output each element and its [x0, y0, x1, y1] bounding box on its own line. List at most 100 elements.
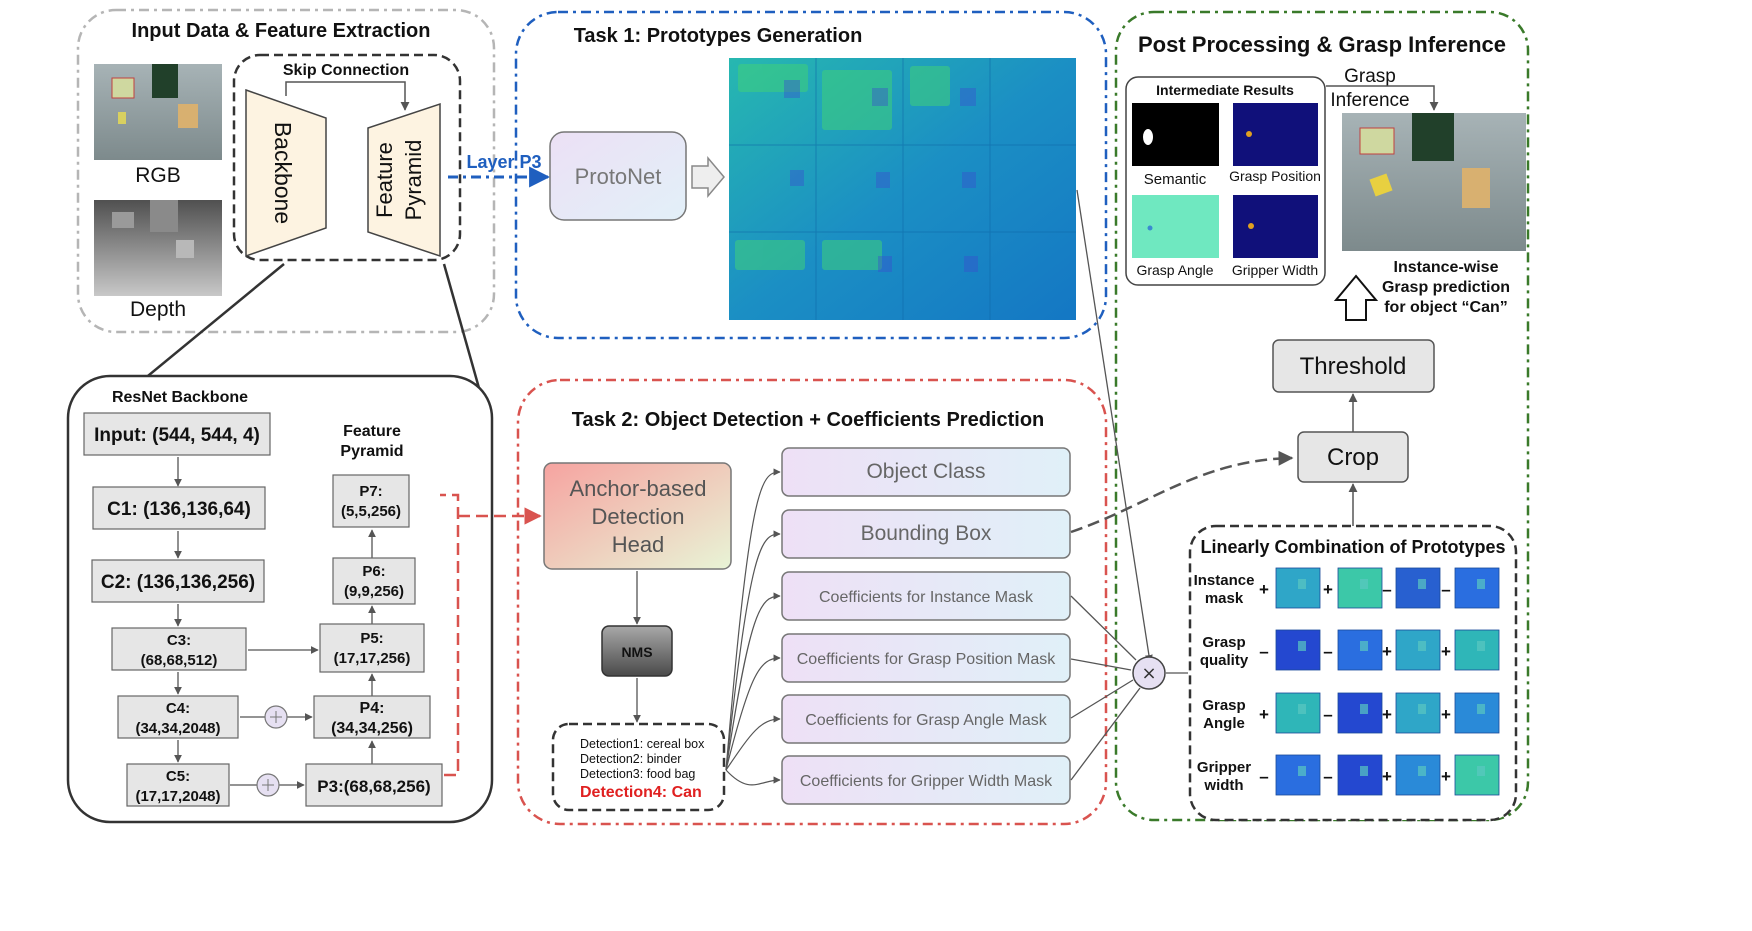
prototype-tile: [1275, 567, 1321, 609]
output-box: [781, 694, 1071, 744]
p6-box: [332, 557, 416, 605]
p6-label-1: P6:: [362, 563, 385, 580]
post-panel-border: [1114, 10, 1530, 822]
crop-box: [1297, 431, 1409, 483]
output-box: [781, 571, 1071, 621]
c2-box: [91, 559, 265, 603]
gripper-width-label: Gripper Width: [1232, 262, 1318, 278]
prototype-tile-spot: [1418, 766, 1426, 776]
c1-label: C1: (136,136,64): [107, 499, 251, 520]
task1-panel-border: [514, 10, 1108, 340]
result-caption-2: Grasp prediction: [1382, 279, 1510, 296]
row-label-2: Angle: [1203, 715, 1245, 732]
p6-label-2: (9,9,256): [344, 583, 404, 600]
p5-label-1: P5:: [360, 630, 383, 647]
fp-title-2: Pyramid: [340, 443, 403, 460]
grasp-angle-map: [1132, 195, 1219, 258]
depth-image: [94, 200, 222, 296]
sign: –: [1259, 767, 1268, 786]
feature-pyramid-label-2: Pyramid: [401, 140, 426, 221]
prototype-tile-spot: [1477, 641, 1485, 651]
output-connector: [725, 769, 781, 786]
task2-panel: Task 2: Object Detection + Coefficients …: [516, 378, 1108, 826]
sign: +: [1441, 767, 1451, 786]
prototype-tile-spot: [1360, 579, 1368, 589]
p5-box: [319, 623, 425, 673]
sign: +: [1323, 580, 1333, 599]
output-connector: [725, 468, 781, 771]
p3-box: [305, 763, 443, 807]
output-label: Coefficients for Grasp Angle Mask: [805, 712, 1048, 729]
p7-box: [332, 474, 410, 528]
task2-title: Task 2: Object Detection + Coefficients …: [572, 409, 1045, 431]
detection-head-label-3: Head: [612, 532, 665, 557]
multiply-connectors: [1070, 189, 1188, 781]
task2-panel-border: [516, 378, 1108, 826]
c3-label-2: (68,68,512): [141, 652, 218, 669]
prototype-tile-spot: [1360, 766, 1368, 776]
c3-label-1: C3:: [167, 632, 191, 649]
c4-label-2: (34,34,2048): [135, 720, 220, 737]
p5-label-2: (17,17,256): [334, 650, 411, 667]
prototype-tile-spot: [1418, 704, 1426, 714]
detection-head-box: [543, 462, 732, 570]
bbox-to-crop-arrow: [1070, 450, 1294, 534]
input-panel: Input Data & Feature Extraction RGB Dept…: [76, 8, 496, 334]
c5-label-1: C5:: [166, 768, 190, 785]
crop-label: Crop: [1327, 444, 1379, 471]
c5-label-2: (17,17,2048): [135, 788, 220, 805]
rgb-label: RGB: [135, 164, 181, 187]
prototype-tile-spot: [1477, 704, 1485, 714]
multiply-node: [1132, 656, 1166, 690]
threshold-box: [1272, 339, 1435, 393]
prototype-tile-spot: [1418, 641, 1426, 651]
threshold-up-arrow: [1333, 274, 1379, 321]
detection-head-label-1: Anchor-based: [570, 476, 707, 501]
output-label: Coefficients for Instance Mask: [819, 589, 1034, 606]
output-box: [781, 755, 1071, 805]
prototype-tile-spot: [1298, 641, 1306, 651]
c1-box: [92, 486, 266, 530]
output-connector: [725, 654, 781, 771]
c5-box: [126, 763, 230, 807]
result-caption-1: Instance-wise: [1394, 259, 1499, 276]
post-panel: Post Processing & Grasp Inference Interm…: [1114, 10, 1530, 822]
sign: +: [1382, 767, 1392, 786]
grasp-angle-label: Grasp Angle: [1136, 262, 1213, 278]
prototype-tile-spot: [1360, 641, 1368, 651]
backbone-group-box: [232, 53, 462, 262]
input-shape-box: [83, 412, 271, 456]
prototype-maps: [729, 58, 1076, 320]
sign: –: [1441, 580, 1450, 599]
output-connector: [725, 592, 781, 771]
detection-2: Detection2: binder: [580, 752, 681, 766]
row-label-2: width: [1203, 777, 1243, 794]
fp-title-1: Feature: [343, 423, 401, 440]
grasp-inference-arrow: [1326, 85, 1439, 111]
feature-pyramid-block: [367, 102, 441, 258]
c2-label: C2: (136,136,256): [101, 572, 255, 593]
row-label-1: Grasp: [1202, 697, 1245, 714]
resnet-title: ResNet Backbone: [112, 389, 248, 406]
prototype-tile-spot: [1298, 766, 1306, 776]
sign: +: [1441, 642, 1451, 661]
sign: +: [1259, 705, 1269, 724]
row-label-1: Grasp: [1202, 634, 1245, 651]
skip-connection-label: Skip Connection: [283, 62, 409, 79]
protonet-output-arrow: [691, 155, 725, 199]
c3-box: [111, 627, 247, 671]
feature-pyramid-label-1: Feature: [372, 142, 397, 218]
sign: –: [1323, 705, 1332, 724]
p7-label-1: P7:: [359, 483, 382, 500]
prototype-tile-spot: [1298, 579, 1306, 589]
output-connector: [725, 530, 781, 771]
skip-connection-arrow: [285, 81, 410, 111]
sign: –: [1323, 642, 1332, 661]
backbone-block: [245, 88, 327, 258]
prototype-tile-spot: [1477, 766, 1485, 776]
prototype-tile-spot: [1298, 704, 1306, 714]
p7-label-2: (5,5,256): [341, 503, 401, 520]
prototype-tile-spot: [1418, 579, 1426, 589]
sign: +: [1259, 580, 1269, 599]
